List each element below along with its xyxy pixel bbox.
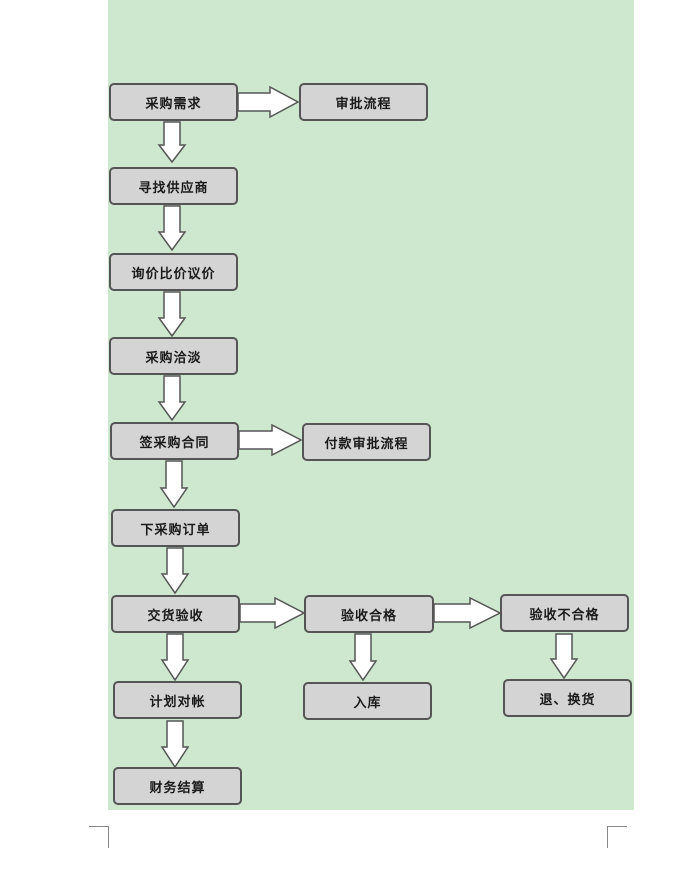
- crop-mark-right: [607, 826, 627, 848]
- node-inspection-passed: 验收合格: [304, 595, 434, 633]
- crop-mark-left: [89, 826, 109, 848]
- flowchart-canvas: [108, 0, 634, 810]
- node-place-order: 下采购订单: [111, 509, 240, 547]
- arrow-right-icon: [237, 85, 300, 119]
- node-financial-settlement: 财务结算: [113, 767, 242, 805]
- arrow-down-icon: [157, 375, 187, 422]
- node-payment-approval: 付款审批流程: [302, 423, 431, 461]
- arrow-down-icon: [160, 720, 190, 769]
- node-price-inquiry: 询价比价议价: [109, 253, 238, 291]
- arrow-right-icon: [433, 596, 502, 630]
- arrow-down-icon: [157, 205, 187, 252]
- arrow-down-icon: [160, 547, 190, 595]
- arrow-right-icon: [238, 423, 303, 457]
- arrow-down-icon: [160, 633, 190, 682]
- node-approval-process: 审批流程: [299, 83, 428, 121]
- node-inspection-failed: 验收不合格: [500, 594, 629, 632]
- node-return-exchange: 退、换货: [503, 679, 632, 717]
- arrow-right-icon: [239, 596, 306, 630]
- node-purchase-demand: 采购需求: [109, 83, 238, 121]
- node-find-supplier: 寻找供应商: [109, 167, 238, 205]
- arrow-down-icon: [157, 121, 187, 164]
- node-purchase-negotiation: 采购洽淡: [109, 337, 238, 375]
- node-warehousing: 入库: [303, 682, 432, 720]
- arrow-down-icon: [157, 291, 187, 338]
- node-sign-contract: 签采购合同: [110, 422, 239, 460]
- node-plan-reconcile: 计划对帐: [113, 681, 242, 719]
- arrow-down-icon: [159, 460, 189, 509]
- arrow-down-icon: [348, 633, 378, 682]
- node-delivery-inspection: 交货验收: [111, 595, 240, 633]
- arrow-down-icon: [549, 633, 579, 680]
